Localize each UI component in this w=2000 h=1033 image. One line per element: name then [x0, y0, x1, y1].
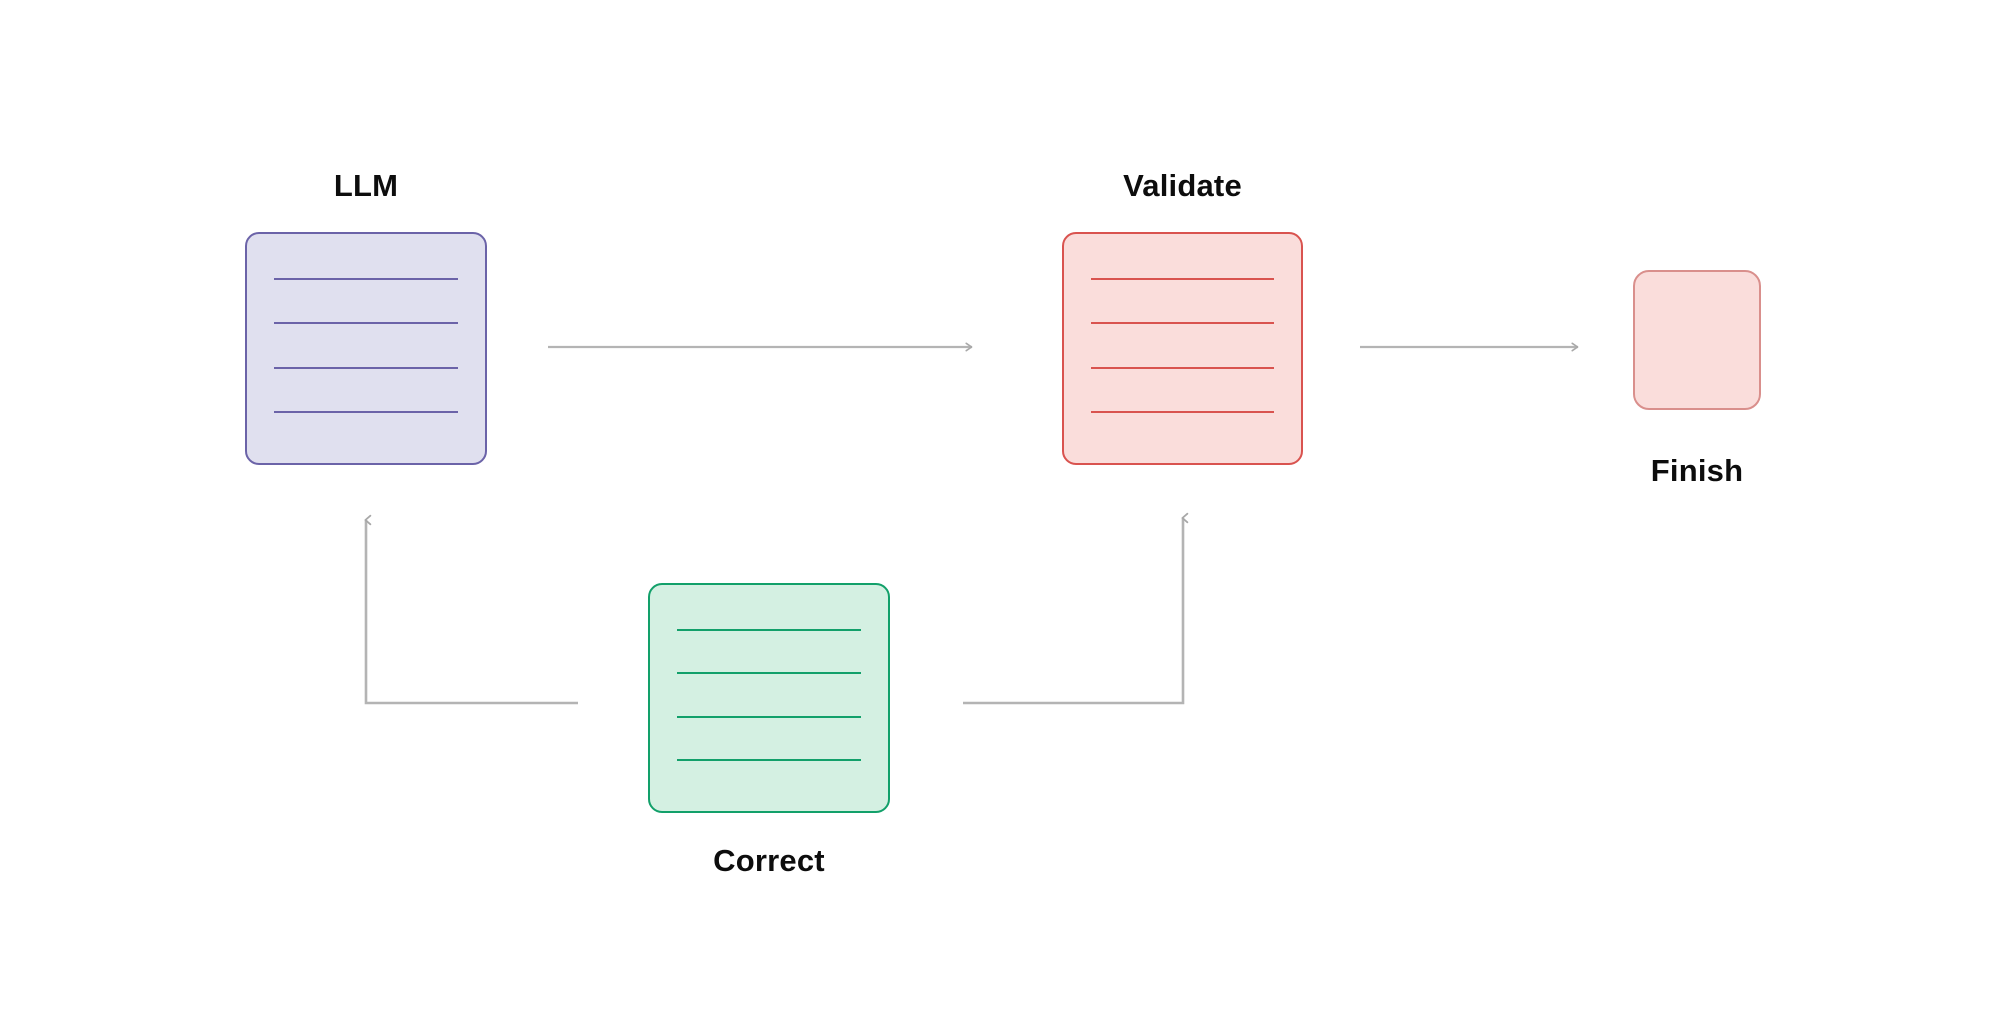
doc-line — [274, 410, 458, 413]
node-label-correct: Correct — [713, 843, 825, 878]
doc-line — [1091, 322, 1274, 325]
doc-line — [274, 322, 458, 325]
edge-correct-to-llm — [364, 514, 578, 705]
edge-validate-to-correct — [963, 512, 1189, 705]
doc-line — [677, 672, 861, 675]
node-label-validate: Validate — [1123, 168, 1242, 203]
doc-line — [274, 366, 458, 369]
node-validate[interactable] — [1062, 232, 1303, 465]
node-finish[interactable] — [1633, 270, 1761, 410]
doc-line — [274, 278, 458, 280]
node-correct[interactable] — [648, 583, 890, 813]
node-label-llm: LLM — [333, 168, 399, 203]
doc-line — [677, 715, 861, 718]
doc-line — [677, 758, 861, 761]
doc-line — [1091, 366, 1274, 369]
doc-line — [677, 629, 861, 631]
node-llm-lines — [247, 234, 485, 463]
doc-line — [1091, 278, 1274, 280]
node-llm[interactable] — [245, 232, 487, 465]
node-label-finish: Finish — [1650, 453, 1744, 488]
node-validate-lines — [1064, 234, 1301, 463]
doc-line — [1091, 410, 1274, 413]
node-correct-lines — [650, 585, 888, 811]
